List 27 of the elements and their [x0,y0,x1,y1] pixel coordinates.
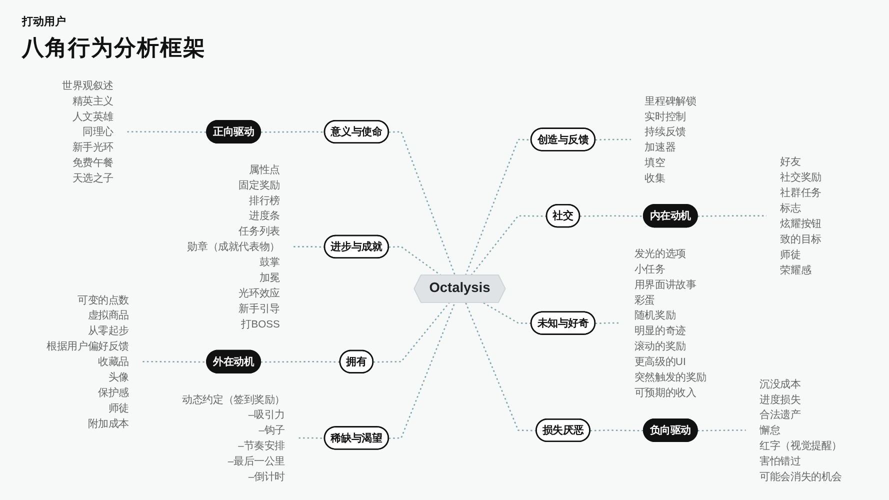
node-text: 世界观叙述 精英主义 人文英雄 同理心 新手光环 免费午餐 天选之子 [62,79,114,184]
node-text: 动态约定（签到奖励） –吸引力 –钩子 –节奏安排 –最后一公里 –倒计时 [182,393,286,483]
connector [374,302,450,363]
title: 八角行为分析框架 [22,34,206,62]
connector [261,360,341,363]
subtitle-text: 打动用户 [22,14,66,29]
connector [470,215,548,276]
connector [596,138,632,141]
connector [389,131,456,276]
node-text: 沉没成本 进度损失 合法遗产 懈怠 红字（视觉提醒） 害怕错过 可能会消失的机会 [760,378,842,483]
connector [294,246,326,248]
connector [698,215,767,217]
connector [389,302,456,440]
connector [465,302,537,432]
node-text: 可变的点数 虚拟商品 从零起步 根据用户偏好反馈 收藏品 头像 保护感 师徒 附加成本 [46,294,130,430]
connector [698,430,746,432]
connector [580,215,644,217]
node-text: 发光的选项 小任务 用界面讲故事 彩蛋 随机奖励 明显的奇迹 滚动的奖励 更高级的UI 突然触发的奖励 可预期的收入 [634,248,707,399]
connector [142,360,208,363]
node-text: 属性点 固定奖励 排行榜 进度条 任务列表 勋章（成就代表物） 鼓掌 加冕 光环效应 新手引导 打BOSS [187,163,280,330]
node-text: 里程碑解锁 实时控制 持续反馈 加速器 填空 收集 [644,94,696,184]
connector [596,322,621,324]
connector [590,430,644,432]
node-text: 好友 社交奖励 社群任务 标志 炫耀按钮 致的目标 师徒 荣耀感 [780,156,822,276]
connector [127,131,208,133]
connector [483,302,532,324]
connector [261,131,326,133]
